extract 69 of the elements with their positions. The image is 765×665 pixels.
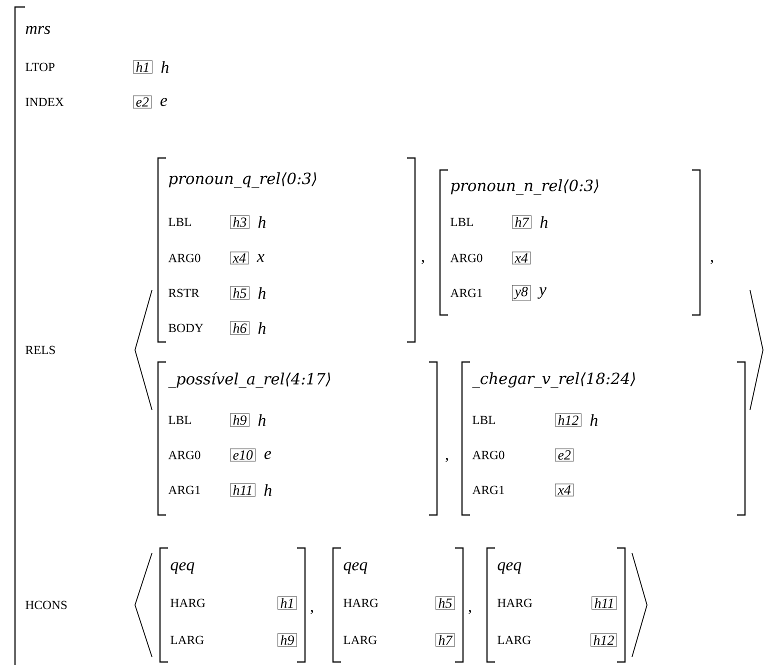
comma: ,	[446, 458, 448, 462]
type-value: h	[540, 216, 548, 228]
type-value: e	[264, 450, 272, 460]
feature-name: ARG0	[168, 450, 200, 460]
type-name: qeq	[344, 562, 368, 574]
feature-name: HARG	[344, 598, 378, 608]
type-value: h	[258, 414, 266, 426]
coreference-tag: x4	[512, 252, 531, 264]
type-value: h	[590, 414, 598, 426]
coreference-tag: h12	[590, 633, 617, 647]
type-value: h	[264, 484, 272, 496]
type-name: qeq	[170, 562, 194, 574]
coreference-tag: y8	[512, 285, 531, 301]
feature-name: INDEX	[26, 98, 64, 106]
type-name: pronoun_q_rel⟨0:3⟩	[168, 172, 316, 188]
feature-name: ARG0	[450, 254, 482, 262]
feature-name: BODY	[168, 324, 204, 332]
coreference-tag: h3	[230, 215, 250, 229]
coreference-tag: h11	[592, 596, 617, 610]
type-name: qeq	[498, 562, 522, 574]
feature-name: LBL	[472, 416, 495, 424]
coreference-tag: h12	[555, 413, 582, 427]
type-name: pronoun_n_rel⟨0:3⟩	[450, 179, 598, 195]
feature-name: HARG	[498, 598, 532, 608]
comma: ,	[310, 610, 313, 614]
coreference-tag: h11	[230, 483, 256, 497]
coreference-tag: h1	[277, 596, 297, 610]
type-value: x	[256, 254, 264, 262]
coreference-tag: h9	[277, 633, 297, 647]
coreference-tag: h1	[133, 60, 153, 74]
coreference-tag: e10	[230, 448, 256, 462]
coreference-tag: h5	[230, 286, 250, 300]
comma: ,	[468, 610, 471, 614]
feature-name: RSTR	[168, 288, 200, 298]
coreference-tag: h5	[435, 596, 455, 610]
type-name: _chegar_v_rel⟨18:24⟩	[472, 372, 635, 388]
feature-name: LARG	[344, 636, 377, 644]
type-value: h	[161, 61, 168, 73]
feature-name: LARG	[170, 636, 204, 644]
type-name: mrs	[26, 26, 50, 34]
type-value: e	[160, 98, 168, 106]
feature-name: ARG1	[472, 486, 504, 494]
coreference-tag: e2	[133, 96, 152, 108]
feature-name: RELS	[26, 346, 55, 354]
feature-name: ARG0	[472, 450, 504, 460]
feature-name: HCONS	[26, 600, 67, 610]
type-value: h	[258, 287, 266, 299]
feature-name: LBL	[168, 416, 191, 424]
coreference-tag: x4	[555, 484, 574, 496]
feature-name: HARG	[170, 598, 206, 608]
comma: ,	[710, 260, 713, 264]
type-name: _possível_a_rel⟨4:17⟩	[168, 372, 330, 388]
feature-name: LBL	[450, 218, 473, 226]
coreference-tag: h7	[435, 633, 455, 647]
feature-name: ARG1	[450, 288, 482, 298]
coreference-tag: h7	[512, 215, 532, 229]
coreference-tag: h9	[230, 413, 250, 427]
coreference-tag: x4	[230, 252, 249, 264]
type-value: y	[538, 287, 546, 299]
coreference-tag: e2	[555, 448, 574, 462]
comma: ,	[422, 260, 424, 264]
type-value: h	[258, 216, 266, 228]
feature-name: ARG0	[168, 254, 200, 262]
feature-name: LTOP	[26, 62, 54, 72]
feature-name: ARG1	[168, 486, 200, 494]
feature-name: LBL	[168, 218, 191, 226]
feature-name: LARG	[498, 636, 531, 644]
type-value: h	[258, 322, 266, 334]
coreference-tag: h6	[230, 321, 250, 335]
